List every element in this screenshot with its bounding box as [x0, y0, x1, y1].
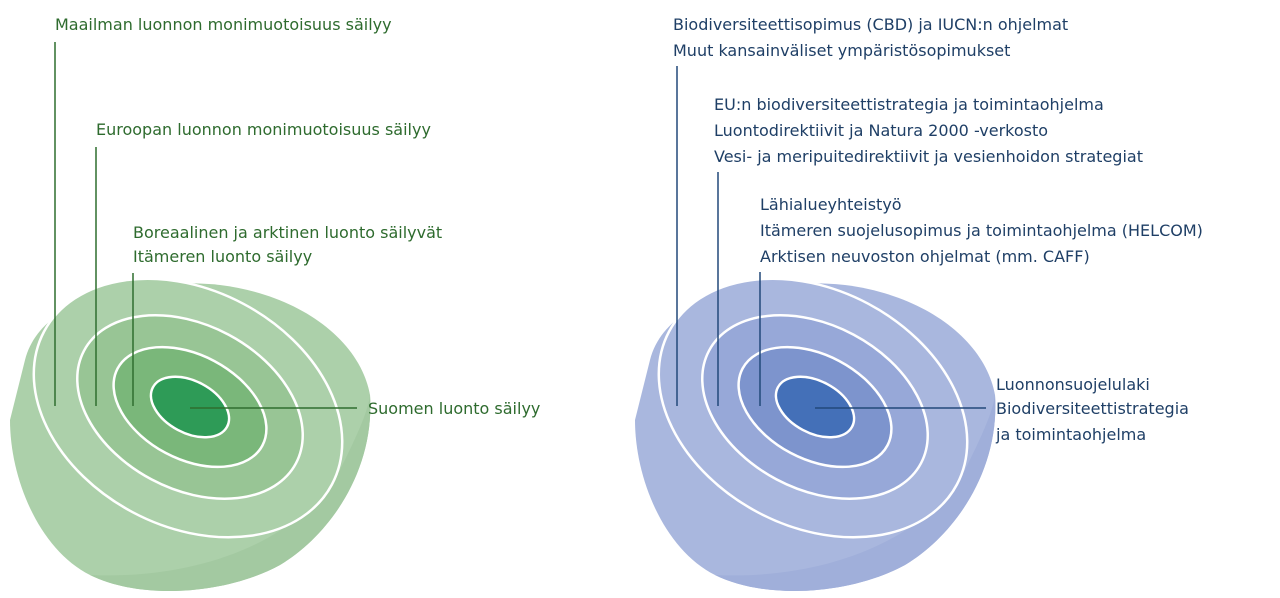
- label-eu-2: Luontodirektiivit ja Natura 2000 -verkos…: [714, 121, 1048, 140]
- label-europe: Euroopan luonnon monimuotoisuus säilyy: [96, 120, 431, 139]
- label-arctic: Arktisen neuvoston ohjelmat (mm. CAFF): [760, 247, 1090, 266]
- blue-hemisphere-group: [635, 66, 996, 592]
- label-finland: Suomen luonto säilyy: [368, 399, 540, 418]
- label-national-1: Luonnonsuojelulaki: [996, 375, 1150, 394]
- blue-ring-national: [774, 375, 856, 439]
- label-eu-1: EU:n biodiversiteettistrategia ja toimin…: [714, 95, 1104, 114]
- label-national-3: ja toimintaohjelma: [995, 425, 1146, 444]
- label-global-2: Muut kansainväliset ympäristösopimukset: [673, 41, 1010, 60]
- label-regional-1: Boreaalinen ja arktinen luonto säilyvät: [133, 223, 442, 242]
- label-regional-2: Itämeren luonto säilyy: [133, 247, 312, 266]
- green-hemisphere-shade: [90, 395, 371, 592]
- green-ring-finland: [149, 375, 231, 439]
- blue-hemisphere-shade: [715, 395, 996, 592]
- label-national-2: Biodiversiteettistrategia: [996, 399, 1189, 418]
- label-eu-3: Vesi- ja meripuitedirektiivit ja vesienh…: [714, 147, 1143, 166]
- label-regional-coop: Lähialueyhteistyö: [760, 195, 902, 214]
- label-global-1: Biodiversiteettisopimus (CBD) ja IUCN:n …: [673, 15, 1068, 34]
- label-helcom: Itämeren suojelusopimus ja toimintaohjel…: [760, 221, 1203, 240]
- green-hemisphere-group: [10, 42, 371, 592]
- label-world: Maailman luonnon monimuotoisuus säilyy: [55, 15, 392, 34]
